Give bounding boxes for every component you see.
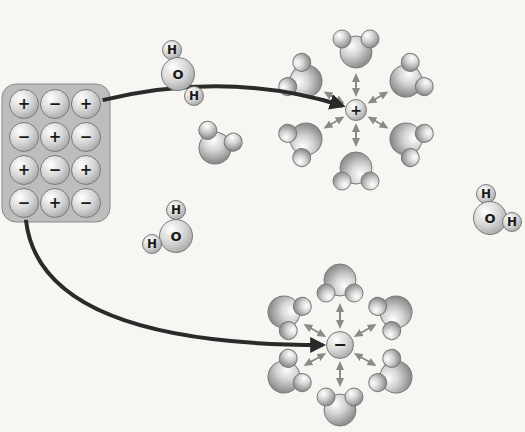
crystal-shadow [2,84,110,222]
atom-sphere: + [345,99,367,121]
atom-symbol: H [147,238,157,250]
atom-symbol: − [333,337,346,353]
atom-symbol: + [49,130,62,145]
atom-symbol: H [171,204,181,216]
atom-symbol: + [80,163,93,178]
atom-symbol: − [49,163,62,178]
atom-symbol: + [80,97,93,112]
ion-sphere: + [40,122,70,152]
atom-symbol: − [80,196,93,211]
ion-sphere: − [326,331,354,359]
atom-symbol: + [350,103,362,117]
dissolution-arrow [26,220,323,345]
atom-symbol: + [18,97,31,112]
ion-sphere: − [40,89,70,119]
attraction-arrows [327,77,385,143]
atom-sphere: O [159,219,193,253]
ion-sphere: + [40,188,70,218]
atom-symbol: − [49,97,62,112]
ion-sphere: − [71,122,101,152]
atom-symbol: H [189,90,199,102]
atom-symbol: O [484,212,495,225]
dissolution-arrow [103,86,343,105]
water-molecule [187,118,245,172]
atom-symbol: H [481,188,491,200]
ion-sphere: − [9,188,39,218]
ion-sphere: − [9,122,39,152]
ion-sphere: + [9,89,39,119]
atom-symbol: + [18,163,31,178]
atom-sphere: H [166,200,186,220]
atom-symbol: H [167,44,177,56]
ion-sphere: − [71,188,101,218]
atom-sphere: H [502,212,522,232]
cation-shell [275,30,436,190]
ion-sphere: + [71,89,101,119]
ion-sphere: + [9,155,39,185]
atom-symbol: − [80,130,93,145]
ion-sphere: − [40,155,70,185]
atom-symbol: H [507,216,517,228]
atom-sphere: H [184,86,204,106]
atom-symbol: − [18,196,31,211]
atom-symbol: + [49,196,62,211]
atom-symbol: − [18,130,31,145]
atom-symbol: O [170,230,181,243]
ion-sphere: + [71,155,101,185]
atom-symbol: O [172,68,183,81]
atom-sphere: H [142,234,162,254]
